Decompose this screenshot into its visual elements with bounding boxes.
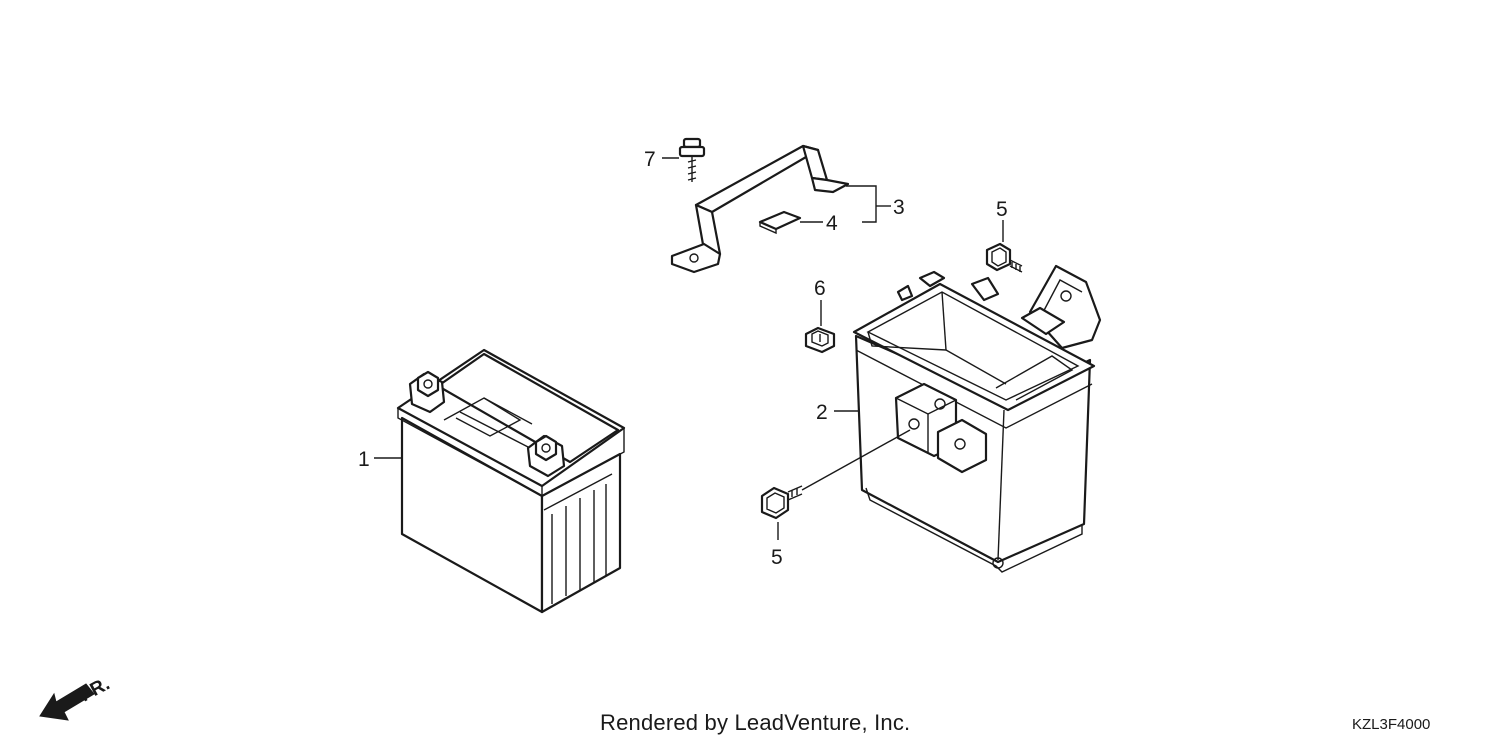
callout-2: 2 (816, 401, 828, 424)
part-2-battery-box[interactable] (852, 264, 1102, 573)
callout-6: 6 (814, 277, 826, 300)
part-5-bolt-upper[interactable] (985, 242, 1023, 273)
callout-5-lower: 5 (771, 546, 783, 569)
part-7-bolt[interactable] (678, 137, 706, 182)
part-1-battery[interactable] (396, 348, 626, 614)
callout-5-upper: 5 (996, 198, 1008, 221)
callout-7: 7 (644, 148, 656, 171)
callout-1: 1 (358, 448, 370, 471)
diagram-code: KZL3F4000 (1352, 716, 1431, 733)
callout-3: 3 (893, 196, 905, 219)
part-6-clip-nut[interactable] (804, 326, 836, 354)
callout-4: 4 (826, 212, 838, 235)
part-3-battery-band[interactable] (670, 144, 850, 274)
part-5-bolt-lower[interactable] (760, 485, 803, 520)
part-4-pad[interactable] (758, 210, 802, 235)
render-credit: Rendered by LeadVenture, Inc. (600, 710, 911, 735)
front-direction-indicator: FR. (39, 674, 113, 721)
front-arrow-icon (39, 683, 95, 721)
